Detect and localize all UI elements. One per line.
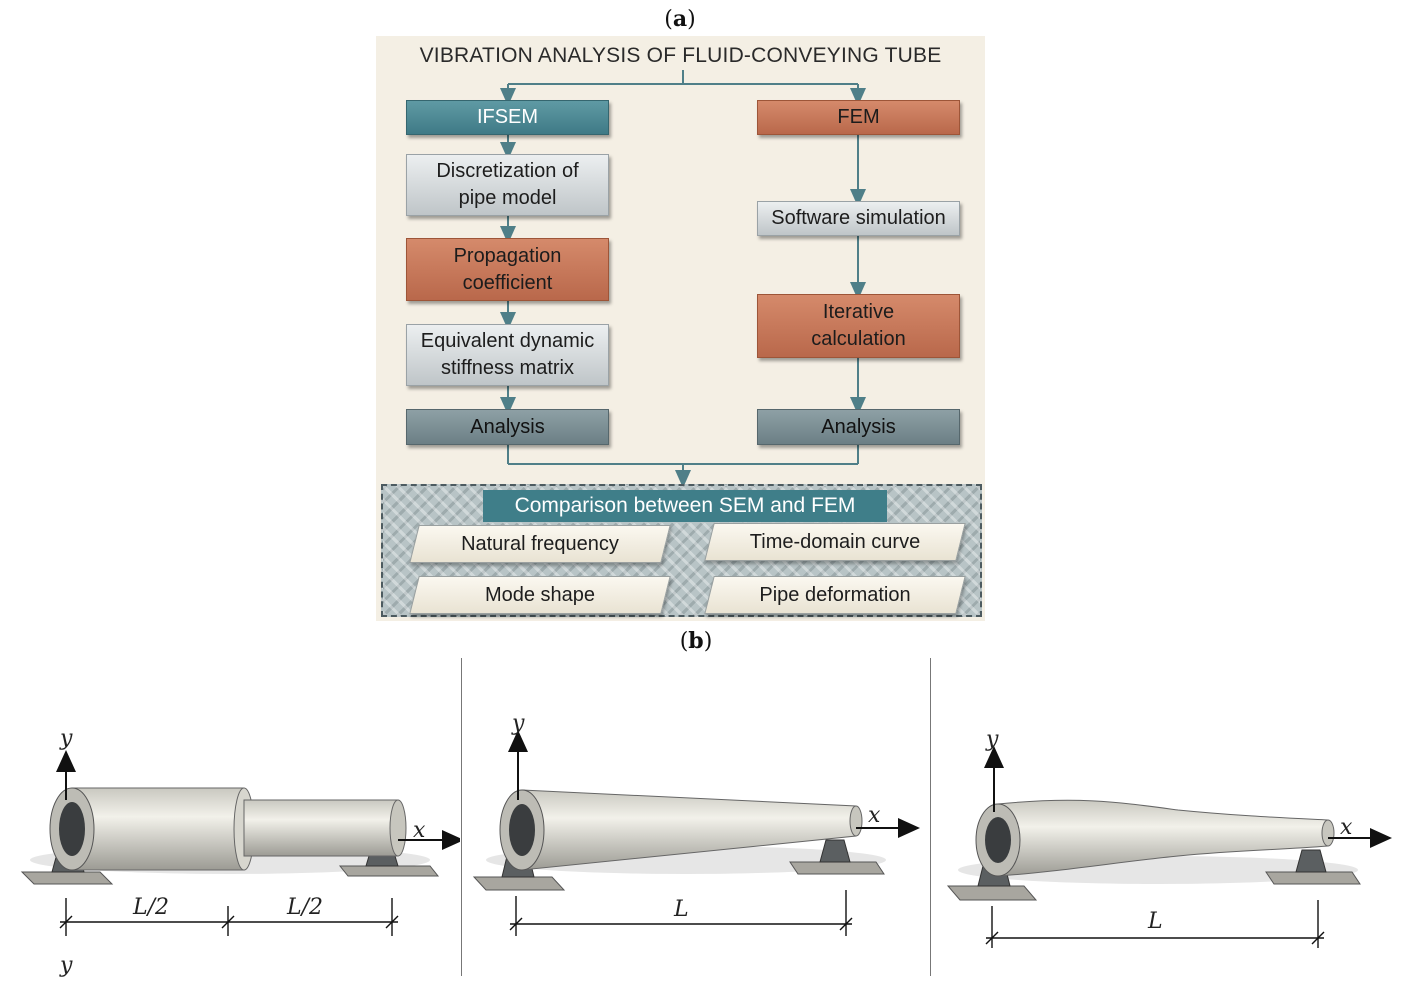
support-base-left [946,885,1038,901]
pipe-bore [59,802,85,856]
flowchart-panel: VIBRATION ANALYSIS OF FLUID-CONVEYING TU… [376,36,985,621]
support-base-right [1265,871,1361,885]
natural-frequency-item: Natural frequency [409,525,671,563]
software-simulation-text: Software simulation [771,207,946,229]
propagation-line1: Propagation [453,244,562,267]
iterative-line1: Iterative [822,301,895,323]
flowchart-connectors [500,70,866,593]
tapered-pipe-figure: y x L [472,711,920,936]
left-analysis-text: Analysis [470,415,545,438]
stepped-pipe-figure: y x L/2 L/2 y [20,726,460,978]
panel-b-letter: b [688,628,704,654]
dim-right-label: L/2 [286,895,323,920]
x-axis-label: x [413,818,426,843]
x-axis-label: x [868,803,881,828]
x-axis-label: x [1340,815,1353,840]
dim-label: L [1147,909,1163,934]
left-analysis-box: Analysis [406,409,609,445]
panel-a-open: ( [664,7,673,32]
discretization-line1: Discretization of [436,160,579,182]
support-base-left [20,871,114,885]
pipe-bore [509,804,535,856]
pipe-deformation-text: Pipe deformation [759,584,911,606]
pipe-end-right [389,799,407,857]
time-domain-curve-text: Time-domain curve [749,531,921,553]
time-domain-curve-item: Time-domain curve [704,523,966,561]
propagation-box: Propagation coefficient [406,238,609,301]
natural-frequency-text: Natural frequency [461,533,619,555]
mode-shape-text: Mode shape [484,584,596,606]
flowchart-title: VIBRATION ANALYSIS OF FLUID-CONVEYING TU… [419,44,942,67]
pipe-bore [985,817,1011,863]
right-analysis-text: Analysis [821,415,896,438]
support-base-right [338,865,440,877]
stiffness-line2: stiffness matrix [441,357,574,379]
support-base-left [472,876,566,891]
propagation-line2: coefficient [462,271,553,294]
comparison-title: Comparison between SEM and FEM [483,490,887,522]
panel-a-label: (a) [650,6,710,32]
panel-a-letter: a [672,6,688,32]
dim-left-label: L/2 [132,895,169,920]
pipe-large-section [71,787,245,871]
software-simulation-box: Software simulation [757,201,960,236]
ifsem-header: IFSEM [406,100,609,135]
discretization-line2: pipe model [458,187,557,209]
fem-header: FEM [757,100,960,135]
iterative-line2: calculation [811,328,906,350]
panel-b-close: ) [703,629,713,654]
mode-shape-item: Mode shape [409,576,671,614]
panel-a-close: ) [687,7,696,32]
right-analysis-box: Analysis [757,409,960,445]
dim-label: L [673,897,689,922]
fem-header-text: FEM [837,106,880,128]
stiffness-line1: Equivalent dynamic [420,330,595,352]
pipe-end-right [849,805,863,837]
y-axis-label: y [59,726,73,751]
support-base-right [789,861,885,875]
pipe-small-section [243,799,399,857]
pipe-end-right [1321,819,1335,847]
ifsem-header-text: IFSEM [476,106,539,128]
pipe-deformation-item: Pipe deformation [704,576,966,614]
y-extra-label: y [59,953,73,978]
y-axis-label: y [985,727,999,752]
divider-right [930,658,931,976]
panel-b-label: (b) [666,628,726,654]
iterative-calculation-box: Iterative calculation [757,294,960,358]
panel-b-open: ( [679,629,689,654]
bracket-right [819,839,851,863]
stiffness-matrix-box: Equivalent dynamic stiffness matrix [406,324,609,386]
bracket-right [1295,849,1327,873]
divider-left [461,658,462,976]
curved-taper-pipe-figure: y x L [946,727,1392,948]
y-axis-label: y [511,711,525,736]
discretization-box: Discretization of pipe model [406,154,609,216]
